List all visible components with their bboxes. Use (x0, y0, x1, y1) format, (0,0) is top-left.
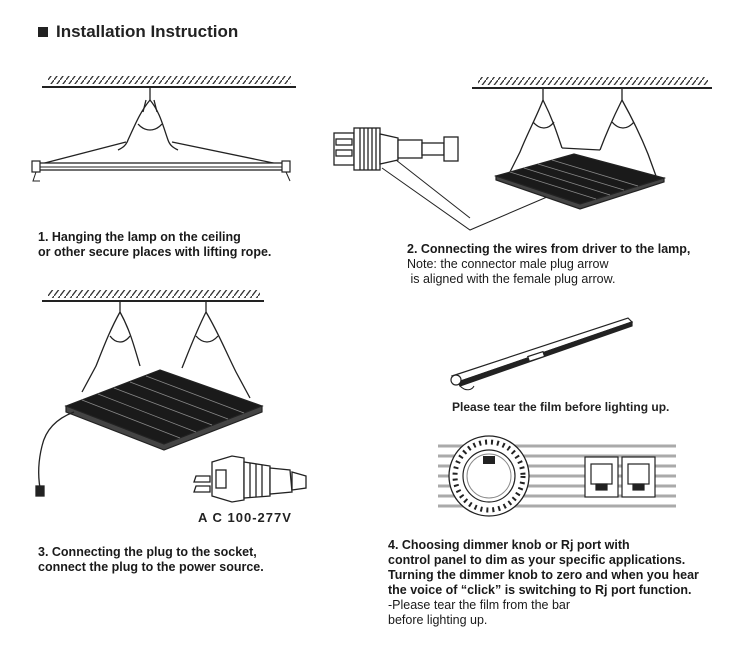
voltage-label: A C 100-277V (198, 510, 292, 525)
rj-port-icon (585, 457, 655, 497)
step-3-line-2: connect the plug to the power source. (38, 560, 264, 575)
step-3-line-1: 3. Connecting the plug to the socket, (38, 545, 264, 560)
ceiling-1 (42, 76, 296, 87)
step-2-line-1: 2. Connecting the wires from driver to t… (407, 242, 690, 257)
bullet-square-icon (38, 27, 48, 37)
step-4-caption: 4. Choosing dimmer knob or Rj port with … (388, 538, 699, 628)
step-1-line-2: or other secure places with lifting rope… (38, 245, 271, 260)
step-4-line-6: before lighting up. (388, 613, 699, 628)
led-fixture-2 (496, 154, 664, 209)
page-title-text: Installation Instruction (56, 22, 238, 42)
step-4-line-2: control panel to dim as your specific ap… (388, 553, 699, 568)
dimmer-knob-icon (449, 436, 529, 516)
step-4-line-5: -Please tear the film from the bar (388, 598, 699, 613)
step-4-line-1: 4. Choosing dimmer knob or Rj port with (388, 538, 699, 553)
page-title: Installation Instruction (38, 22, 238, 42)
led-bar-1 (32, 161, 290, 181)
step-2-note-2: is aligned with the female plug arrow. (407, 272, 690, 287)
step-1-caption: 1. Hanging the lamp on the ceiling or ot… (38, 230, 271, 260)
step-2-caption: 2. Connecting the wires from driver to t… (407, 242, 690, 287)
step-3-caption: 3. Connecting the plug to the socket, co… (38, 545, 264, 575)
film-note: Please tear the film before lighting up. (452, 400, 669, 414)
led-fixture-3 (66, 370, 262, 450)
step-1-line-1: 1. Hanging the lamp on the ceiling (38, 230, 271, 245)
step-2-note-1: Note: the connector male plug arrow (407, 257, 690, 272)
ac-plug (194, 456, 306, 502)
step-4-line-4: the voice of “click” is switching to Rj … (388, 583, 699, 598)
step-4-line-3: Turning the dimmer knob to zero and when… (388, 568, 699, 583)
